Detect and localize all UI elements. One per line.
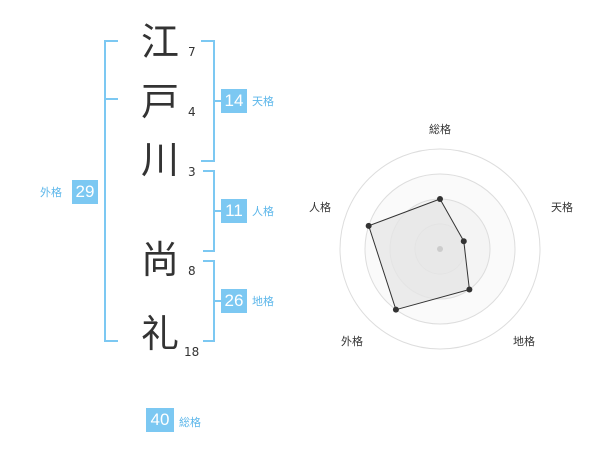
gaikaku-label: 外格 — [40, 186, 62, 199]
radar-series-polygon — [368, 198, 470, 311]
radar-center-dot — [437, 246, 443, 252]
radar-point-5 — [365, 222, 372, 229]
name-char-4: 尚 — [140, 238, 179, 282]
jinkaku-value: 11 — [221, 199, 247, 223]
radar-point-1 — [437, 196, 443, 202]
chikaku-label: 地格 — [252, 295, 274, 308]
stroke-count-4: 8 — [188, 264, 196, 278]
chikaku-value: 26 — [221, 289, 247, 313]
name-char-3: 川 — [140, 138, 179, 182]
radar-axis-label-tenkaku: 天格 — [551, 201, 573, 214]
radar-axis-label-soukaku: 総格 — [429, 123, 451, 136]
radar-axis-label-chikaku: 地格 — [513, 335, 535, 348]
jinkaku-label: 人格 — [252, 205, 274, 218]
soukaku-value: 40 — [146, 408, 174, 432]
name-char-1: 江 — [140, 20, 179, 64]
soukaku-label: 総格 — [179, 416, 201, 429]
stroke-count-1: 7 — [188, 45, 196, 59]
tenkaku-label: 天格 — [252, 95, 274, 108]
radar-axis-label-jinkaku: 人格 — [309, 201, 331, 214]
name-char-5: 礼 — [140, 312, 179, 356]
name-char-2: 戸 — [140, 80, 179, 124]
radar-point-3 — [466, 286, 473, 293]
tenkaku-value: 14 — [221, 89, 247, 113]
jinkaku-connector — [213, 210, 221, 212]
tenkaku-connector — [213, 100, 221, 102]
gaikaku-bracket — [104, 40, 118, 342]
stroke-count-3: 3 — [188, 165, 196, 179]
radar-point-4 — [392, 306, 399, 313]
gaikaku-mid-tick — [104, 98, 118, 100]
gaikaku-value: 29 — [72, 180, 98, 204]
stroke-count-2: 4 — [188, 105, 196, 119]
radar-point-2 — [460, 238, 467, 245]
radar-axis-label-gaikaku: 外格 — [341, 335, 363, 348]
chikaku-connector — [213, 300, 221, 302]
stroke-count-5: 18 — [184, 345, 200, 359]
